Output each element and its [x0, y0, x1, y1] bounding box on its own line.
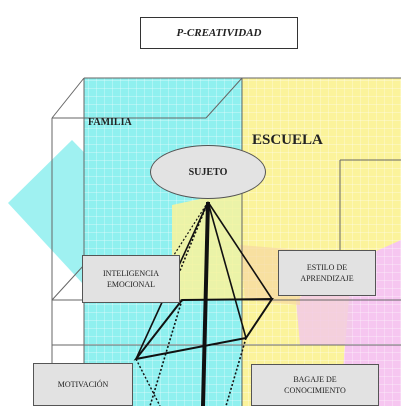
escuela-label: ESCUELA [252, 132, 323, 148]
bagaje-conocimiento-box: BAGAJE DE CONOCIMIENTO [251, 364, 379, 406]
sujeto-node: SUJETO [150, 145, 266, 199]
estilo-aprendizaje-box: ESTILO DE APRENDIZAJE [278, 250, 376, 296]
familia-label: FAMILIA [88, 117, 132, 128]
diagram-title: P-CREATIVIDAD [140, 17, 298, 49]
inteligencia-emocional-box: INTELIGENCIA EMOCIONAL [82, 255, 180, 303]
sujeto-label: SUJETO [188, 166, 228, 178]
motivacion-box: MOTIVACIÓN [33, 363, 133, 406]
